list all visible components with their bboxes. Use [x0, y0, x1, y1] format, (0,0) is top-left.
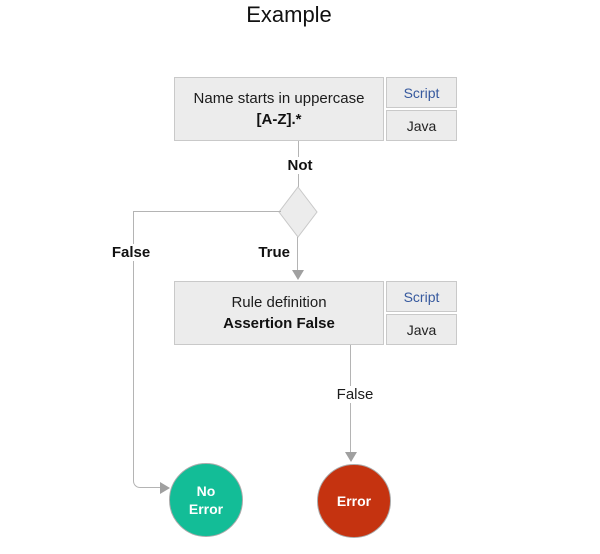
- tab-java[interactable]: Java: [386, 314, 457, 345]
- rule-condition1-body: Name starts in uppercase [A-Z].*: [174, 77, 384, 141]
- arrowhead-into-error: [345, 452, 357, 462]
- tab-script[interactable]: Script: [386, 77, 457, 108]
- connector-decision-false-elbow: [133, 211, 161, 488]
- edge-label-not: Not: [284, 157, 316, 174]
- rule-condition2-body: Rule definition Assertion False: [174, 281, 384, 345]
- edge-label-false-left: False: [108, 244, 154, 261]
- no-error-label-line1: No: [196, 483, 216, 499]
- error-terminal: Error: [317, 464, 391, 538]
- tab-script[interactable]: Script: [386, 281, 457, 312]
- rule-node-condition2: Rule definition Assertion False Script J…: [174, 281, 457, 345]
- edge-label-false-bottom: False: [333, 386, 377, 403]
- decision-diamond: [278, 186, 318, 238]
- rule-condition2-title: Rule definition: [231, 293, 327, 311]
- tab-java[interactable]: Java: [386, 110, 457, 141]
- edge-label-true: True: [255, 244, 293, 261]
- rule-condition1-expression: [A-Z].*: [256, 110, 302, 128]
- rule-node-condition1: Name starts in uppercase [A-Z].* Script …: [174, 77, 457, 141]
- rule-condition2-expression: Assertion False: [223, 314, 335, 332]
- rule-condition1-tabs: Script Java: [386, 77, 457, 141]
- no-error-terminal: No Error: [169, 463, 243, 537]
- arrowhead-into-condition2: [292, 270, 304, 280]
- rule-condition1-title: Name starts in uppercase: [193, 89, 365, 107]
- error-label: Error: [336, 493, 372, 509]
- arrowhead-into-no-error: [160, 482, 170, 494]
- connector-decision-true: [297, 237, 298, 271]
- rule-condition2-tabs: Script Java: [386, 281, 457, 345]
- no-error-label-line2: Error: [188, 501, 224, 517]
- connector-decision-false-horizontal: [133, 211, 281, 212]
- page-title: Example: [246, 2, 332, 27]
